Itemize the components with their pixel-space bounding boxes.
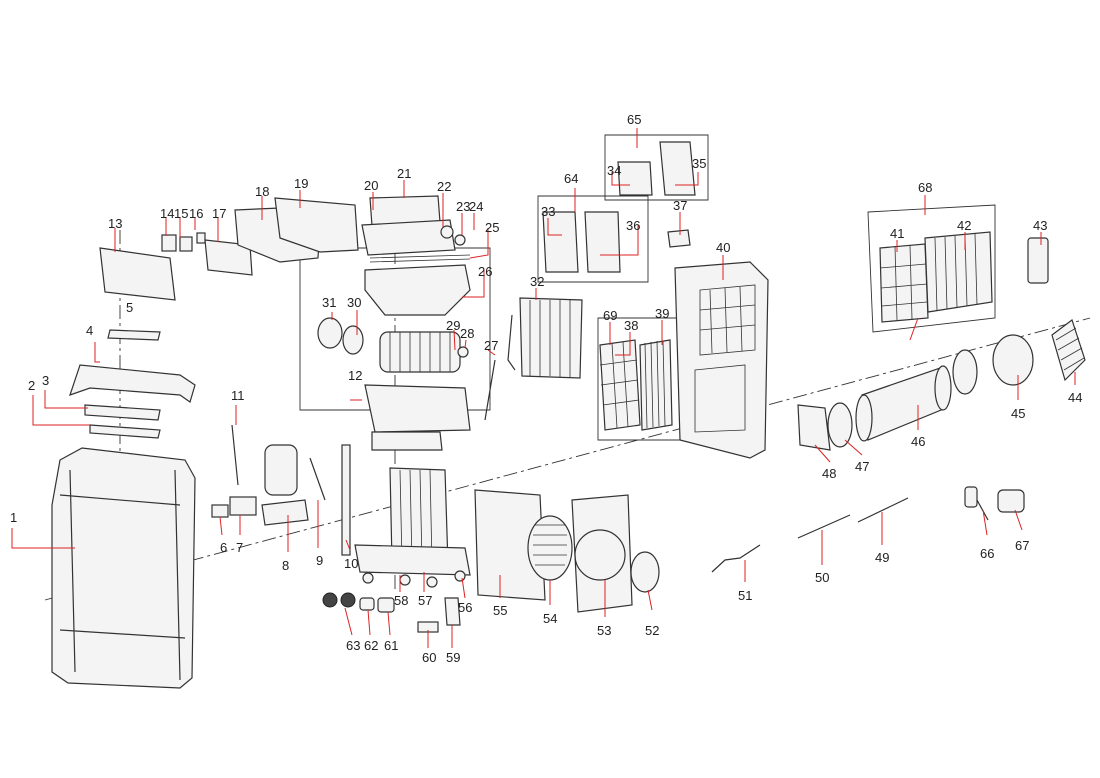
part-label-54: 54 bbox=[543, 611, 557, 626]
part-label-45: 45 bbox=[1011, 406, 1025, 421]
part-label-36: 36 bbox=[626, 218, 640, 233]
part-label-14: 14 bbox=[160, 206, 174, 221]
part-label-64: 64 bbox=[564, 171, 578, 186]
part-label-47: 47 bbox=[855, 459, 869, 474]
part-label-32: 32 bbox=[530, 274, 544, 289]
part-fan-wheel bbox=[317, 317, 469, 373]
part-label-34: 34 bbox=[607, 163, 621, 178]
part-evaporator-base bbox=[354, 467, 471, 588]
part-label-43: 43 bbox=[1033, 218, 1047, 233]
part-label-41: 41 bbox=[890, 226, 904, 241]
part-label-67: 67 bbox=[1015, 538, 1029, 553]
part-label-68: 68 bbox=[918, 180, 932, 195]
part-label-21: 21 bbox=[397, 166, 411, 181]
part-label-19: 19 bbox=[294, 176, 308, 191]
part-condenser bbox=[507, 297, 583, 379]
part-label-63: 63 bbox=[346, 638, 360, 653]
part-label-13: 13 bbox=[108, 216, 122, 231]
part-label-17: 17 bbox=[212, 206, 226, 221]
part-label-33: 33 bbox=[541, 204, 555, 219]
part-small-fittings bbox=[322, 592, 461, 633]
part-label-50: 50 bbox=[815, 570, 829, 585]
part-label-28: 28 bbox=[460, 326, 474, 341]
part-blower-housing bbox=[361, 195, 471, 316]
part-label-52: 52 bbox=[645, 623, 659, 638]
part-label-37: 37 bbox=[673, 198, 687, 213]
part-exhaust-hose bbox=[797, 334, 1034, 451]
part-label-10: 10 bbox=[344, 556, 358, 571]
part-remote bbox=[1027, 237, 1049, 284]
part-label-8: 8 bbox=[282, 558, 289, 573]
part-label-23: 23 bbox=[456, 199, 470, 214]
part-label-30: 30 bbox=[347, 295, 361, 310]
part-label-61: 61 bbox=[384, 638, 398, 653]
part-label-35: 35 bbox=[692, 156, 706, 171]
part-label-51: 51 bbox=[738, 588, 752, 603]
part-label-9: 9 bbox=[316, 553, 323, 568]
part-label-56: 56 bbox=[458, 600, 472, 615]
part-label-40: 40 bbox=[716, 240, 730, 255]
part-rear-filter bbox=[599, 339, 673, 431]
part-pipe bbox=[484, 359, 496, 421]
part-label-26: 26 bbox=[478, 264, 492, 279]
part-rear-cabinet bbox=[674, 261, 769, 459]
part-accessories bbox=[711, 486, 1025, 573]
part-drain-pan bbox=[364, 384, 471, 451]
part-label-4: 4 bbox=[86, 323, 93, 338]
part-label-49: 49 bbox=[875, 550, 889, 565]
part-label-58: 58 bbox=[394, 593, 408, 608]
part-label-55: 55 bbox=[493, 603, 507, 618]
part-label-2: 2 bbox=[28, 378, 35, 393]
part-label-11: 11 bbox=[231, 388, 245, 403]
part-label-1: 1 bbox=[10, 510, 17, 525]
part-filters bbox=[542, 141, 696, 273]
part-label-66: 66 bbox=[980, 546, 994, 561]
part-brackets bbox=[234, 197, 359, 263]
part-label-60: 60 bbox=[422, 650, 436, 665]
part-label-15: 15 bbox=[174, 206, 188, 221]
part-label-44: 44 bbox=[1068, 390, 1082, 405]
part-label-59: 59 bbox=[446, 650, 460, 665]
part-label-25: 25 bbox=[485, 220, 499, 235]
part-label-24: 24 bbox=[469, 199, 483, 214]
part-label-38: 38 bbox=[624, 318, 638, 333]
part-compressor bbox=[211, 424, 351, 556]
part-label-39: 39 bbox=[655, 306, 669, 321]
part-label-48: 48 bbox=[822, 466, 836, 481]
part-label-27: 27 bbox=[484, 338, 498, 353]
part-label-6: 6 bbox=[220, 540, 227, 555]
part-condenser-fan bbox=[474, 489, 660, 613]
part-label-5: 5 bbox=[126, 300, 133, 315]
leader-lines bbox=[11, 128, 1076, 648]
part-label-69: 69 bbox=[603, 308, 617, 323]
part-label-22: 22 bbox=[437, 179, 451, 194]
part-label-53: 53 bbox=[597, 623, 611, 638]
part-electronics bbox=[161, 232, 253, 276]
part-side-filters bbox=[879, 231, 993, 323]
part-cabinet bbox=[51, 447, 196, 689]
part-label-29: 29 bbox=[446, 318, 460, 333]
part-label-65: 65 bbox=[627, 112, 641, 127]
part-label-20: 20 bbox=[364, 178, 378, 193]
part-top-panel bbox=[69, 329, 196, 439]
part-label-3: 3 bbox=[42, 373, 49, 388]
part-label-16: 16 bbox=[189, 206, 203, 221]
part-label-12: 12 bbox=[348, 368, 362, 383]
part-label-42: 42 bbox=[957, 218, 971, 233]
part-label-62: 62 bbox=[364, 638, 378, 653]
part-label-46: 46 bbox=[911, 434, 925, 449]
part-label-18: 18 bbox=[255, 184, 269, 199]
part-label-57: 57 bbox=[418, 593, 432, 608]
part-window-grille bbox=[1051, 319, 1086, 382]
part-control-board bbox=[99, 247, 176, 301]
part-label-31: 31 bbox=[322, 295, 336, 310]
part-label-7: 7 bbox=[236, 540, 243, 555]
